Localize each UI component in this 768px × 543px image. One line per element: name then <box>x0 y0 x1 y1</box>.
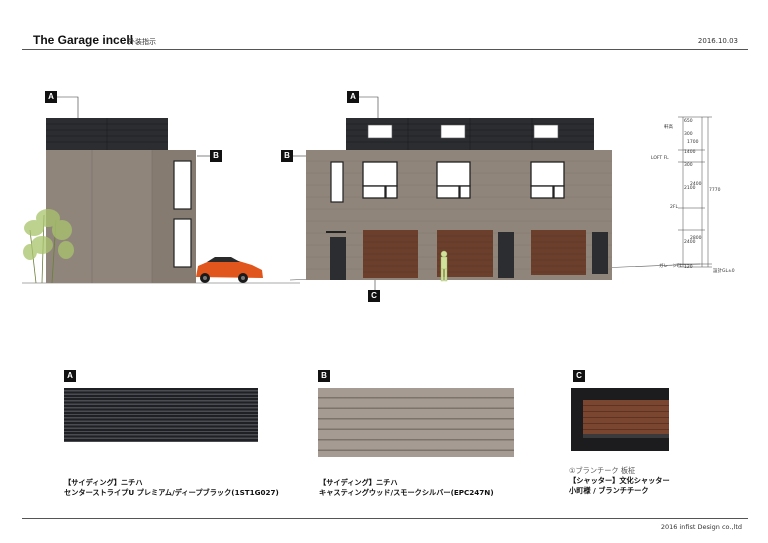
dim-300b: 300 <box>684 163 693 168</box>
document-title: The Garage incell <box>33 33 134 47</box>
elevation-drawing <box>22 96 712 290</box>
material-b-line1: 【サイディング】ニチハ <box>319 478 398 487</box>
front-door-1 <box>330 237 346 280</box>
level-label-eaves: 軒高 <box>664 125 673 130</box>
header-rule <box>22 49 748 50</box>
front-elevation <box>306 118 612 282</box>
level-label-gl: 設計GL±0 <box>713 269 735 274</box>
footer-rule <box>22 518 748 519</box>
material-a-caption: 【サイディング】ニチハ センターストライプU プレミアム/ディープブラック(1S… <box>64 478 279 498</box>
material-b-line2: キャスティングウッド/スモークシルバー(EPC247N) <box>319 488 494 497</box>
level-label-loft: LOFT FL <box>651 156 669 161</box>
material-c-note: ①ブランチーク 板柾 <box>569 466 636 475</box>
material-c-swatch <box>571 388 669 451</box>
dim-total: 7770 <box>709 188 721 193</box>
dim-2100: 2100 <box>684 186 696 191</box>
dim-2400a: 2400 <box>690 182 702 187</box>
dim-650: 650 <box>684 119 693 124</box>
dim-2800: 2800 <box>690 236 702 241</box>
tag-a-front: A <box>347 91 359 103</box>
dim-120: 120 <box>684 265 693 270</box>
document-subtitle: 外装指示 <box>128 38 156 46</box>
material-b-tag: B <box>318 370 330 382</box>
material-c-tag: C <box>573 370 585 382</box>
level-label-garage: ガレージFL <box>659 264 683 269</box>
side-elevation <box>23 118 263 284</box>
material-c-caption: ①ブランチーク 板柾 【シャッター】文化シャッター 小町様 / ブランチチーク <box>569 466 670 496</box>
front-door-2 <box>498 232 514 278</box>
material-c-line2: 小町様 / ブランチチーク <box>569 486 649 495</box>
dim-1700: 1700 <box>687 140 699 145</box>
sports-car <box>196 257 263 283</box>
document-date: 2016.10.03 <box>697 37 738 45</box>
tag-a-side: A <box>45 91 57 103</box>
dim-1400: 1400 <box>684 150 696 155</box>
material-a-swatch <box>64 388 258 442</box>
tag-b-front: B <box>281 150 293 162</box>
material-a-line1: 【サイディング】ニチハ <box>64 478 143 487</box>
side-window-upper <box>173 160 192 210</box>
material-c-line1: 【シャッター】文化シャッター <box>569 476 670 485</box>
dimension-chain <box>678 116 712 268</box>
side-window-lower <box>173 218 192 268</box>
dim-300a: 300 <box>684 132 693 137</box>
material-b-caption: 【サイディング】ニチハ キャスティングウッド/スモークシルバー(EPC247N) <box>319 478 494 498</box>
dim-2400b: 2400 <box>684 240 696 245</box>
tag-c-front: C <box>368 290 380 302</box>
tag-b-side: B <box>210 150 222 162</box>
material-a-line2: センターストライプU プレミアム/ディープブラック(1ST1G027) <box>64 488 279 497</box>
footer-copyright: 2016 infist Design co.,ltd <box>660 523 742 531</box>
material-c-wood <box>583 400 669 434</box>
material-a-tag: A <box>64 370 76 382</box>
level-label-2fl: 2FL <box>670 205 678 210</box>
garage-shutters <box>363 230 586 278</box>
front-door-3 <box>592 232 608 274</box>
material-b-swatch <box>318 388 514 457</box>
human-figure <box>440 250 448 282</box>
